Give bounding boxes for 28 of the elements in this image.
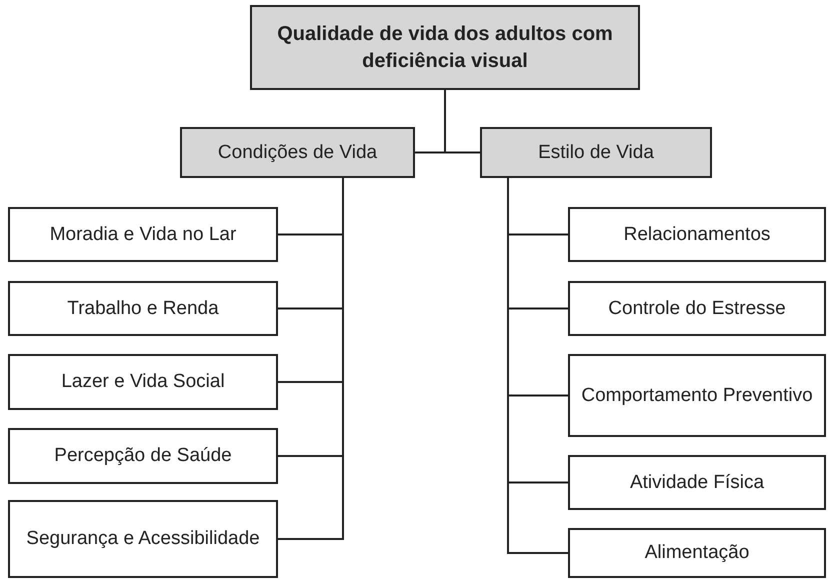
connector-line (278, 178, 344, 540)
item-box (8, 207, 278, 262)
box-label: Controle do Estresse (608, 296, 786, 321)
box-label: Estilo de Vida (538, 140, 654, 165)
box-label: Segurança e Acessibilidade (26, 527, 260, 552)
connector-line (444, 90, 480, 154)
item-box (8, 428, 278, 484)
category-box (480, 127, 712, 178)
box-label: Moradia e Vida no Lar (50, 222, 236, 247)
category-box (180, 127, 415, 178)
box-label: Qualidade de vida dos adultos com deficiência visual (276, 22, 614, 74)
box-label: Condições de Vida (218, 140, 378, 165)
box-label: Comportamento Preventivo (581, 384, 813, 408)
item-box (568, 281, 826, 336)
box-label: Lazer e Vida Social (61, 370, 225, 394)
item-box (8, 354, 278, 410)
item-box (8, 281, 278, 336)
box-label: Relacionamentos (624, 222, 770, 247)
box-label: Trabalho e Renda (67, 296, 219, 321)
box-label: Alimentação (644, 541, 750, 566)
item-box (568, 354, 826, 437)
title-box (250, 5, 640, 90)
item-box (568, 207, 826, 262)
item-box (8, 500, 278, 578)
item-box (568, 528, 826, 578)
box-label: Percepção de Saúde (54, 444, 232, 468)
box-label: Atividade Física (630, 470, 764, 495)
item-box (568, 455, 826, 510)
